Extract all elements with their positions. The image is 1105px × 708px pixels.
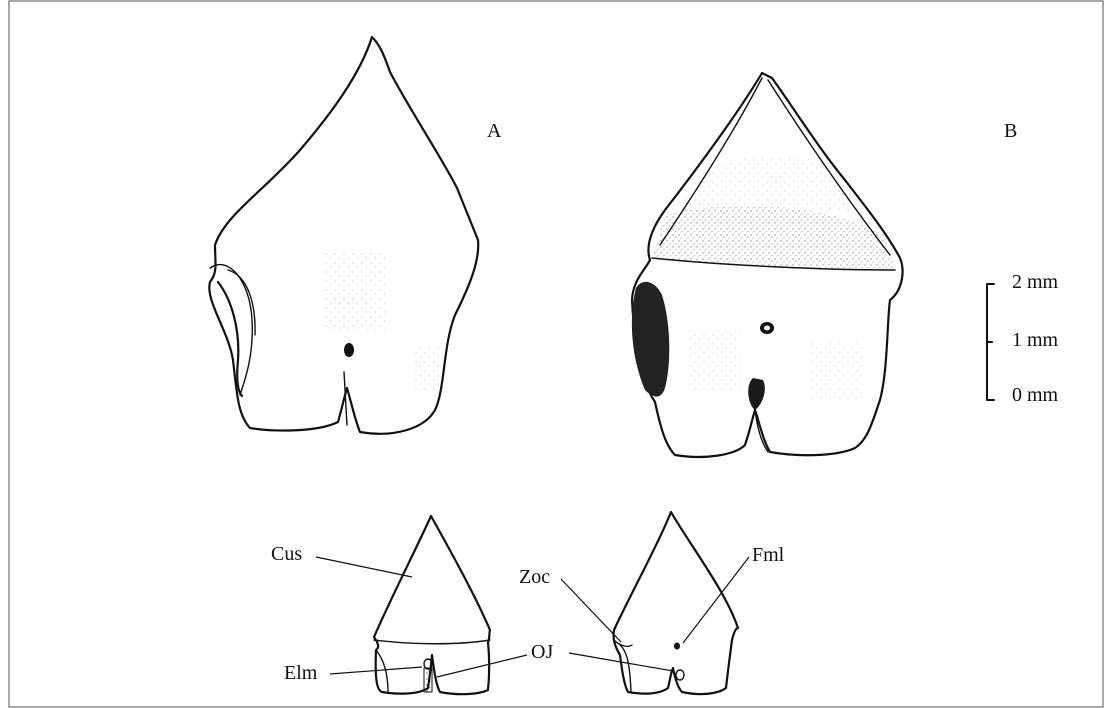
annotation-oj: OJ [531,641,553,663]
panel-label-b: B [1004,120,1017,142]
figure-frame [9,1,1103,707]
tooth-b-drawing [632,73,903,457]
scale-label-2mm: 2 mm [1012,271,1059,293]
schematic-tooth-right [613,512,738,694]
tooth-a-drawing [209,37,478,434]
scale-label-1mm: 1 mm [1012,329,1059,351]
annotation-elm: Elm [284,662,318,684]
leader-fml [683,557,749,643]
leader-cus [316,557,412,577]
leader-oj-left [437,655,527,677]
scale-bar [987,284,994,400]
annotation-cus: Cus [271,543,302,565]
panel-label-a: A [487,120,502,142]
annotation-zoc: Zoc [519,566,550,588]
schematic-tooth-left [374,516,490,694]
leader-zoc [561,579,621,642]
scale-label-0mm: 0 mm [1012,384,1059,406]
annotation-fml: Fml [752,544,785,566]
